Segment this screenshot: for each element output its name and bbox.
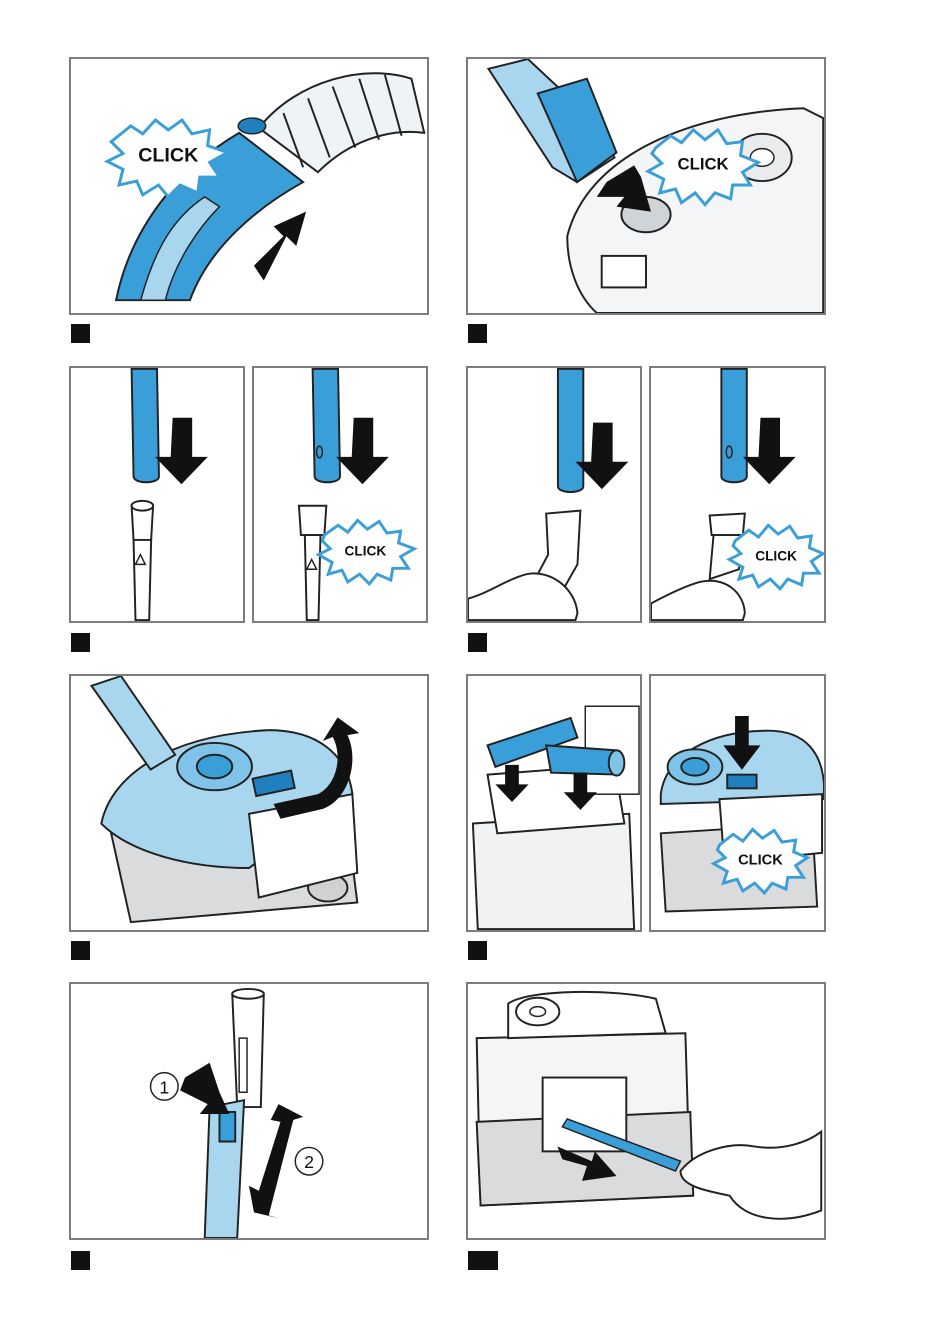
hose-insert-illustration: CLICK	[468, 59, 824, 313]
figure-marker-8	[468, 1251, 498, 1270]
click-label: CLICK	[738, 853, 783, 869]
figure-panel-telescopic-tube: 1 2	[69, 982, 429, 1240]
arrow-press	[180, 1063, 229, 1114]
figure-panel-insert-part-b: CLICK	[649, 674, 826, 932]
click-label: CLICK	[345, 544, 387, 559]
figure-panel-hose-insert: CLICK	[466, 57, 826, 315]
figure-marker-4	[468, 633, 487, 652]
arrow-down	[743, 418, 796, 484]
figure-panel-tube-nozzle-b: CLICK	[252, 366, 428, 623]
figure-panel-tube-crevice-b: CLICK	[649, 366, 826, 623]
figure-marker-7	[71, 1251, 90, 1270]
click-label: CLICK	[678, 154, 729, 173]
step-2-label: 2	[304, 1152, 314, 1172]
figure-panel-tube-crevice-a	[466, 366, 642, 623]
arrow-down	[155, 418, 208, 484]
arrow-up-right	[254, 212, 306, 281]
arrow-down	[336, 418, 389, 484]
figure-panel-tube-nozzle-a	[69, 366, 245, 623]
click-label: CLICK	[755, 548, 797, 563]
figure-marker-3	[71, 633, 90, 652]
figure-panel-open-lid	[69, 674, 429, 932]
click-burst: CLICK	[319, 520, 415, 584]
figure-marker-5	[71, 941, 90, 960]
figure-marker-1	[71, 324, 90, 343]
click-burst: CLICK	[729, 525, 823, 589]
figure-panel-pull-filter	[466, 982, 826, 1240]
figure-marker-2	[468, 324, 487, 343]
figure-marker-6	[468, 941, 487, 960]
hose-connect-illustration: CLICK	[71, 59, 427, 313]
figure-panel-insert-part-a	[466, 674, 642, 932]
click-label: CLICK	[138, 144, 199, 166]
step-1-label: 1	[159, 1077, 169, 1097]
figure-panel-hose-connect: CLICK	[69, 57, 429, 315]
